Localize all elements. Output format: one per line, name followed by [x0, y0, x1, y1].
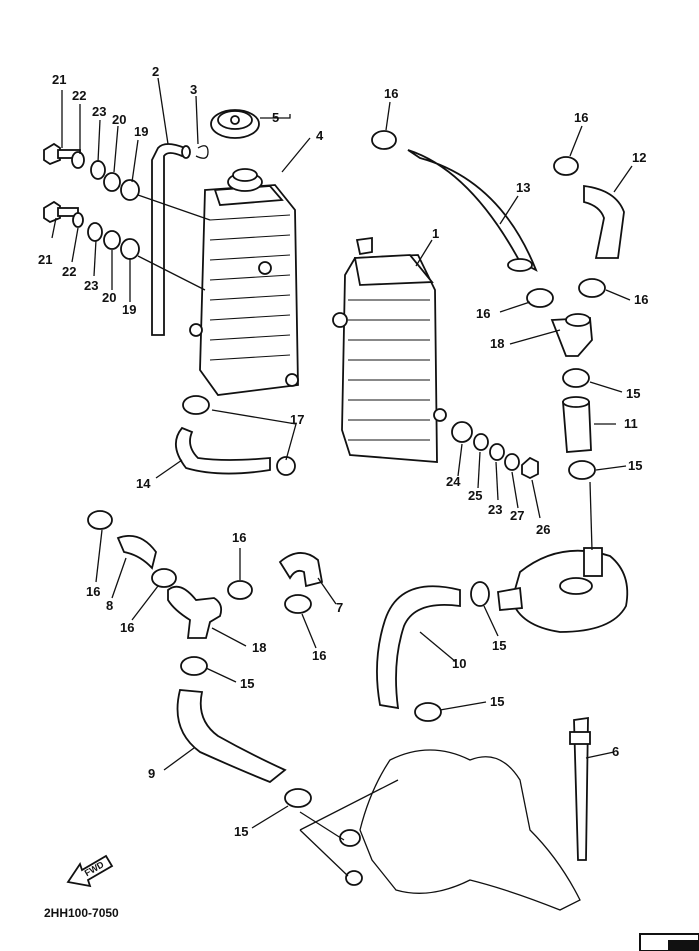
- joint-18-left: [167, 585, 223, 639]
- leader-lines: [51, 77, 633, 877]
- diagram-code: 2HH100-7050: [44, 906, 119, 920]
- pipe-11: [562, 396, 592, 453]
- left-hardware-upper: [43, 142, 140, 201]
- callout-22-b: 22: [62, 264, 76, 279]
- breather-hose: [151, 143, 191, 336]
- hose-clamps: [87, 130, 606, 808]
- callout-8: 8: [106, 598, 113, 613]
- callout-14: 14: [136, 476, 151, 491]
- callout-7: 7: [336, 600, 343, 615]
- callout-labels: 1 2 3 4 5 6 7 8 9 10 11 12 13 14 15 15 1…: [38, 64, 648, 839]
- callout-16-g: 16: [120, 620, 134, 635]
- callout-4: 4: [316, 128, 324, 143]
- callout-16-e: 16: [232, 530, 246, 545]
- hose-12: [583, 184, 625, 259]
- strap-6: [569, 716, 591, 861]
- hose-clip: [195, 145, 209, 159]
- callout-12: 12: [632, 150, 646, 165]
- callout-21-b: 21: [38, 252, 52, 267]
- callout-15-b: 15: [628, 458, 642, 473]
- callout-20-a: 20: [112, 112, 126, 127]
- hose-14: [175, 426, 271, 475]
- hose-10: [376, 585, 461, 710]
- hose-9: [176, 689, 287, 784]
- callout-18-b: 18: [252, 640, 266, 655]
- callout-16-h: 16: [312, 648, 326, 663]
- callout-26: 26: [536, 522, 550, 537]
- callout-20-b: 20: [102, 290, 116, 305]
- fwd-arrow-icon: FWD: [66, 854, 114, 888]
- left-radiator: [189, 168, 299, 396]
- callout-22-a: 22: [72, 88, 86, 103]
- left-hardware-lower: [43, 200, 140, 260]
- callout-17: 17: [290, 412, 304, 427]
- callout-15-c: 15: [492, 638, 506, 653]
- callout-16-c: 16: [476, 306, 490, 321]
- callout-16-f: 16: [86, 584, 100, 599]
- callout-16-d: 16: [634, 292, 648, 307]
- callout-15-d: 15: [490, 694, 504, 709]
- hose-7: [278, 552, 324, 588]
- callout-15-a: 15: [626, 386, 640, 401]
- callout-15-e: 15: [240, 676, 254, 691]
- callout-27: 27: [510, 508, 524, 523]
- callout-2: 2: [152, 64, 159, 79]
- joint-18-right: [550, 313, 593, 357]
- callout-25: 25: [468, 488, 482, 503]
- callout-15-f: 15: [234, 824, 248, 839]
- callout-5: 5: [272, 110, 279, 125]
- callout-9: 9: [148, 766, 155, 781]
- radiator-cap: [210, 109, 260, 139]
- engine-outline: [359, 749, 581, 911]
- water-pump-cover: [497, 547, 629, 633]
- callout-23-c: 23: [488, 502, 502, 517]
- hose-8: [116, 534, 157, 570]
- callout-19-b: 19: [122, 302, 136, 317]
- callout-19-a: 19: [134, 124, 148, 139]
- hose-13: [407, 149, 538, 272]
- callout-16-a: 16: [384, 86, 398, 101]
- callout-16-b: 16: [574, 110, 588, 125]
- callout-10: 10: [452, 656, 466, 671]
- callout-11: 11: [624, 416, 638, 431]
- callout-24: 24: [446, 474, 461, 489]
- right-radiator: [332, 236, 447, 463]
- callout-13: 13: [516, 180, 530, 195]
- callout-23-b: 23: [84, 278, 98, 293]
- callout-18-a: 18: [490, 336, 504, 351]
- callout-1: 1: [432, 226, 439, 241]
- callout-23-a: 23: [92, 104, 106, 119]
- right-hardware: [451, 421, 539, 480]
- callout-21-a: 21: [52, 72, 66, 87]
- callout-3: 3: [190, 82, 197, 97]
- callout-6: 6: [612, 744, 619, 759]
